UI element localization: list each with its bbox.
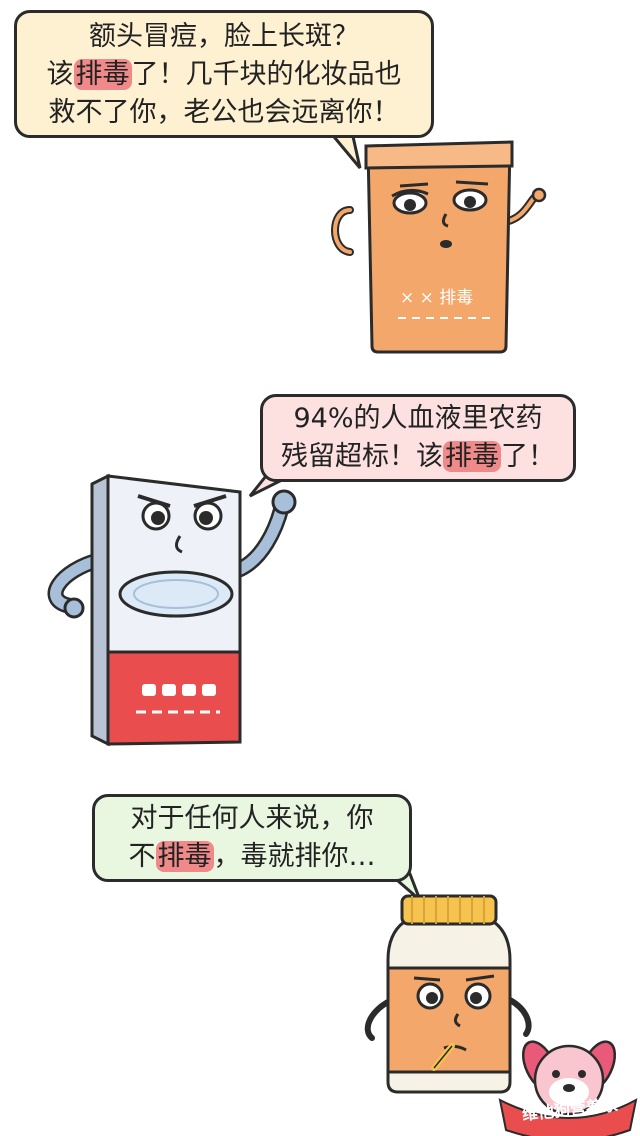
bubble2-line2: 残留超标！该排毒了！ <box>263 439 573 475</box>
bubble2-line2-post: 了！ <box>501 441 555 472</box>
bubble3-line2: 不排毒，毒就排你… <box>95 839 409 875</box>
detox-machine-character <box>47 473 297 747</box>
bubble1-line2-post: 了！几千块的化妆品也 <box>131 59 402 90</box>
detox-box-character <box>331 140 547 354</box>
bubble1-line3: 救不了你，老公也会远离你！ <box>48 97 400 128</box>
bubble2-line1: 94%的人血液里农药 <box>293 403 543 434</box>
bubble3-line2-post: ，毒就排你… <box>213 841 376 872</box>
speech-bubble-3: 对于任何人来说，你 不排毒，毒就排你… <box>92 794 412 882</box>
bubble2-highlight: 排毒 <box>443 441 501 472</box>
bubble1-line2: 该排毒了！几千块的化妆品也 <box>17 57 431 93</box>
bubble3-highlight: 排毒 <box>155 841 214 872</box>
supplement-bottle-character <box>364 894 532 1094</box>
speech-bubble-2: 94%的人血液里农药 残留超标！该排毒了！ <box>260 394 576 482</box>
watermark-dog-logo <box>498 1040 638 1136</box>
bubble1-line2-pre: 该 <box>46 59 74 90</box>
bubble1-line1: 额头冒痘，脸上长斑？ <box>89 21 359 52</box>
speech-bubble-1: 额头冒痘，脸上长斑？ 该排毒了！几千块的化妆品也 救不了你，老公也会远离你！ <box>14 10 434 138</box>
bubble3-line2-pre: 不 <box>128 841 156 872</box>
bubble1-highlight: 排毒 <box>73 59 132 90</box>
bubble2-line2-pre: 残留超标！该 <box>281 441 443 472</box>
bubble3-line1: 对于任何人来说，你 <box>130 803 374 834</box>
product-label: × × 排毒 <box>400 288 474 308</box>
